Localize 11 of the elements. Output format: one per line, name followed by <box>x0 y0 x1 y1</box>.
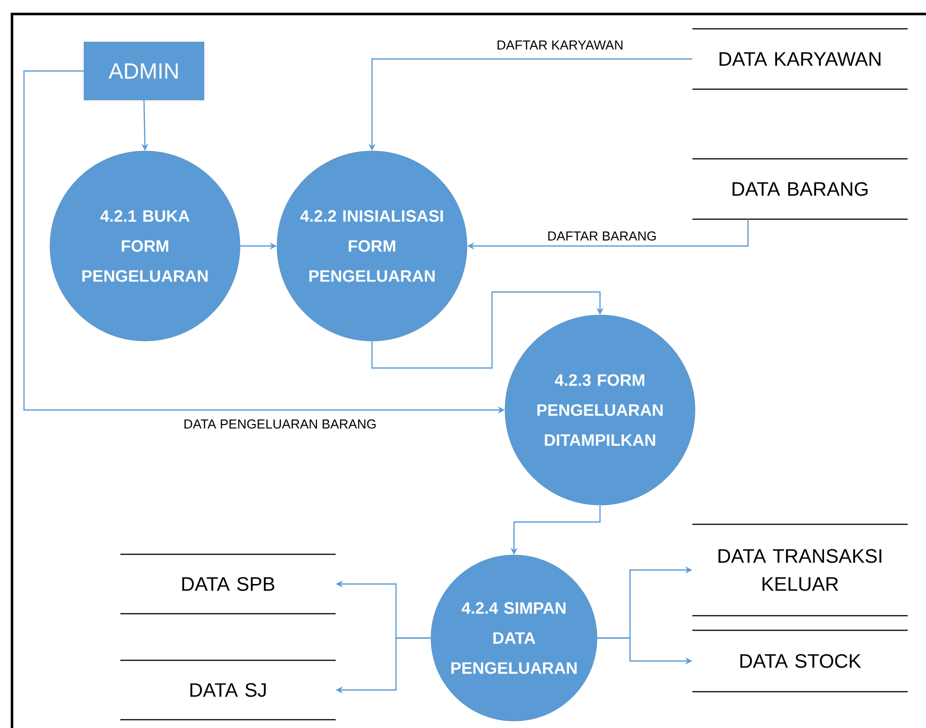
data-store: DATA KARYAWAN <box>692 28 908 90</box>
external-entity-box: ADMIN <box>84 42 204 100</box>
arrow <box>371 291 604 369</box>
data-store: DATA TRANSAKSI KELUAR <box>692 524 908 616</box>
edge-label: DAFTAR KARYAWAN <box>496 40 624 50</box>
data-store: DATA SJ <box>120 660 336 720</box>
edge-label: DAFTAR BARANG <box>546 230 658 242</box>
data-store: DATA SPB <box>120 554 336 614</box>
data-store: DATA BARANG <box>692 158 908 220</box>
data-store: DATA STOCK <box>692 630 908 692</box>
edge-label: DATA PENGELUARAN BARANG <box>182 418 378 430</box>
